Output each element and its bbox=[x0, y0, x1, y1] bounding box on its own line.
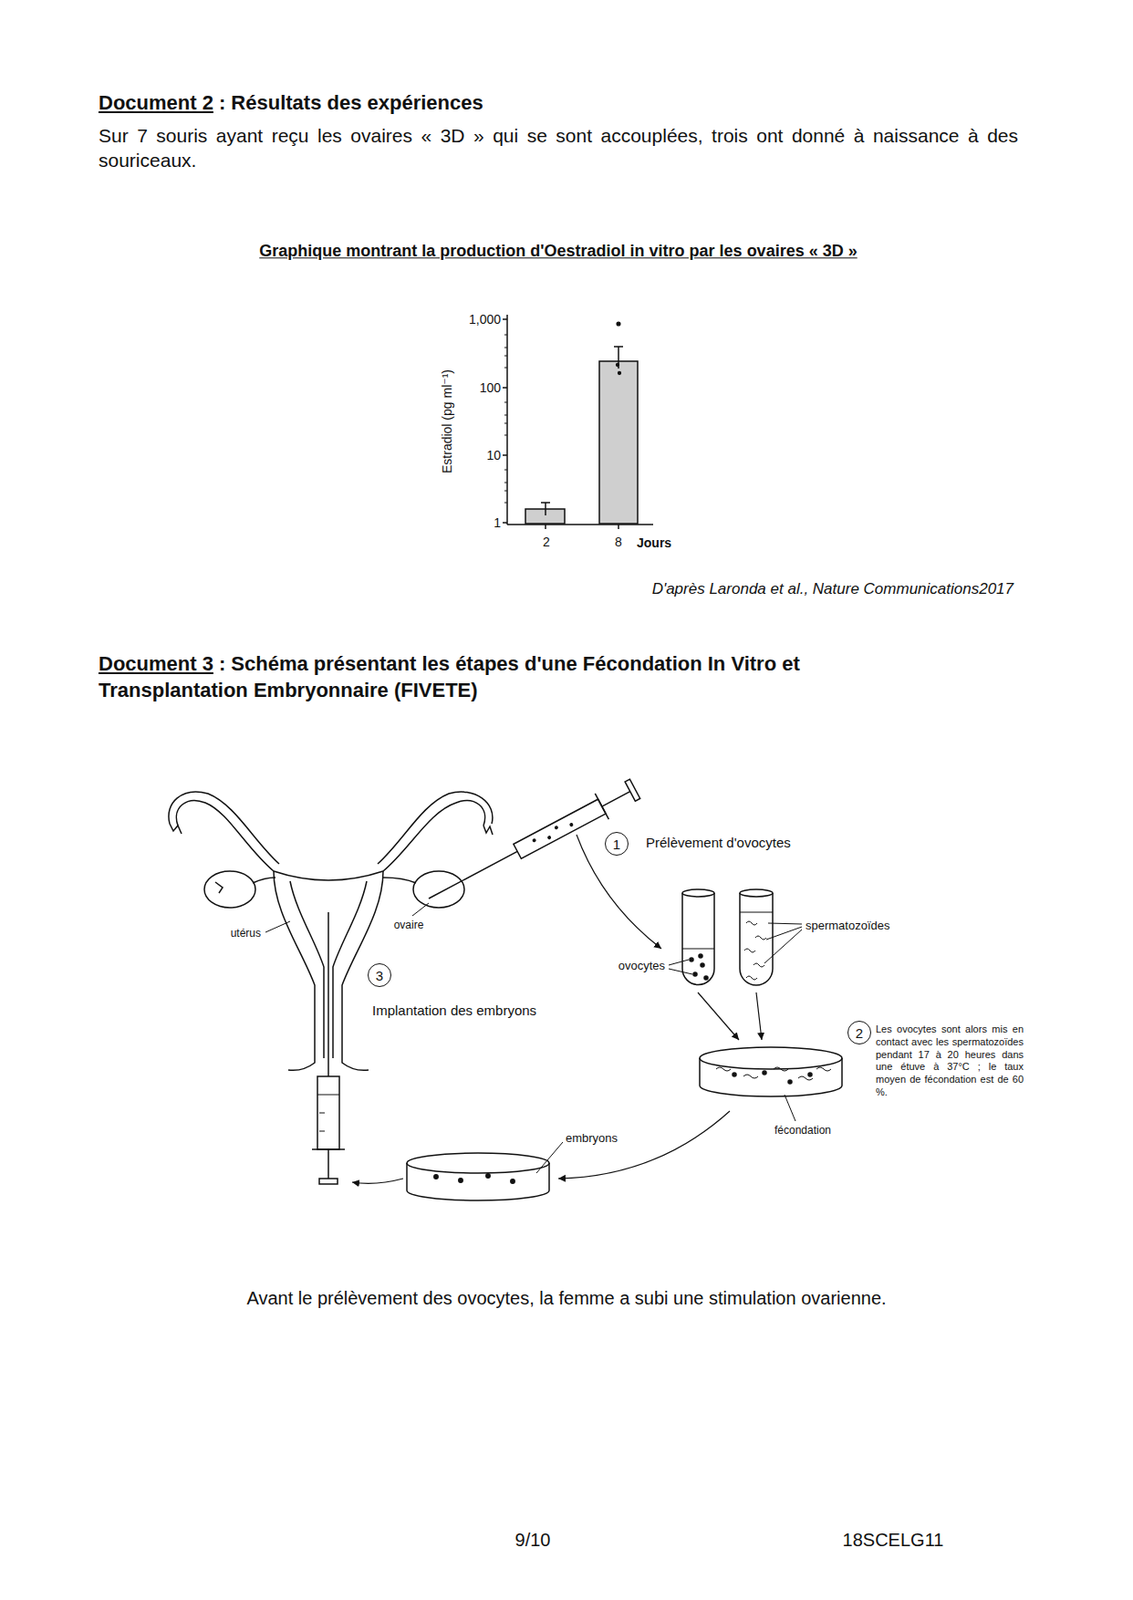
step-number: 2 bbox=[855, 1026, 863, 1040]
source-note: D'après Laronda et al., Nature Communica… bbox=[652, 579, 1014, 600]
part-label: fécondation bbox=[774, 1123, 832, 1139]
axis-title: Jours bbox=[636, 534, 672, 551]
uterus-drawing bbox=[168, 791, 493, 1071]
axis-tick: 100 bbox=[479, 379, 501, 396]
step-label: Prélèvement d'ovocytes bbox=[645, 833, 791, 853]
chart-title: Graphique montrant la production d'Oestr… bbox=[259, 240, 857, 262]
doc-heading: Document 3 bbox=[98, 652, 214, 676]
part-label: ovaire bbox=[394, 918, 425, 934]
part-label: ovocytes bbox=[618, 958, 666, 975]
test-tubes bbox=[668, 889, 802, 986]
note: Avant le prélèvement des ovocytes, la fe… bbox=[246, 1286, 886, 1310]
transfer-syringe bbox=[311, 912, 345, 1185]
page-number: 9/10 bbox=[515, 1527, 551, 1552]
part-label: spermatozoïdes bbox=[805, 918, 891, 935]
circled-step-number: 2 bbox=[847, 1020, 872, 1045]
step-number: 3 bbox=[375, 968, 384, 983]
retrieval-syringe bbox=[421, 776, 642, 912]
exam-code: 18SCELG11 bbox=[842, 1527, 945, 1552]
part-label: utérus bbox=[230, 926, 261, 942]
petri-dish bbox=[699, 1047, 842, 1122]
paragraph: Sur 7 souris ayant reçu les ovaires « 3D… bbox=[98, 123, 1019, 174]
heading-line: Document 3: Schéma présentant les étapes… bbox=[98, 651, 929, 704]
axis-tick: 8 bbox=[614, 533, 623, 551]
axis-tick: 1,000 bbox=[468, 311, 501, 328]
step-number: 1 bbox=[613, 837, 621, 852]
axis-tick: 10 bbox=[486, 446, 501, 464]
step-note: Les ovocytes sont alors mis en contact a… bbox=[875, 1023, 1024, 1100]
axis-tick: 1 bbox=[493, 514, 501, 531]
circled-step-number: 1 bbox=[604, 831, 629, 856]
heading-line: Document 2: Résultats des expériences bbox=[98, 90, 1039, 117]
doc-heading: Document 2 bbox=[98, 91, 214, 115]
part-label: embryons bbox=[565, 1131, 618, 1147]
axis-tick: 2 bbox=[542, 533, 551, 551]
doc-title: : Résultats des expériences bbox=[218, 91, 484, 115]
circled-step-number: 3 bbox=[367, 963, 392, 988]
axis-title: Estradiol (pg ml⁻¹) bbox=[438, 369, 456, 474]
embryo-dish bbox=[406, 1142, 563, 1201]
chart bbox=[502, 314, 654, 530]
step-label: Implantation des embryons bbox=[372, 1001, 537, 1020]
